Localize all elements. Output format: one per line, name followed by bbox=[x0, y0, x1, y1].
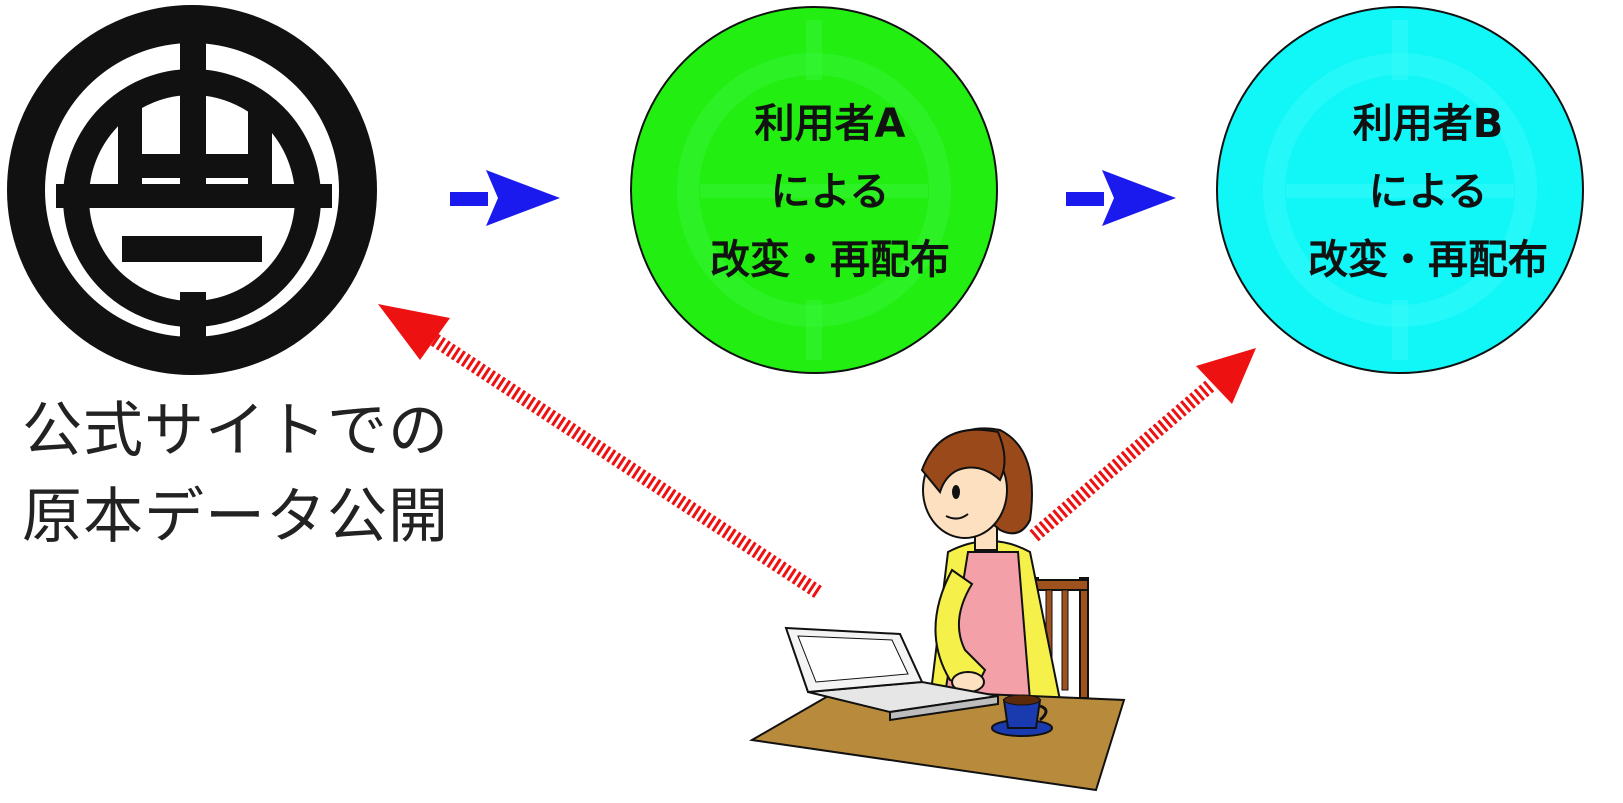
node-a-line3: 改変・再配布 bbox=[710, 237, 950, 283]
municipal-emblem-icon bbox=[7, 5, 377, 375]
flow-arrow-a-to-b bbox=[1066, 170, 1176, 226]
source-caption: 公式サイトでの 原本データ公開 bbox=[22, 388, 542, 560]
woman-with-laptop-illustration bbox=[749, 427, 1126, 792]
node-a-circle bbox=[630, 6, 998, 374]
access-arrow-to-b bbox=[1029, 348, 1256, 542]
node-b-line3: 改変・再配布 bbox=[1308, 237, 1548, 283]
access-arrow-to-source bbox=[378, 304, 822, 598]
flow-arrow-source-to-a bbox=[450, 170, 560, 226]
source-caption-line2: 原本データ公開 bbox=[22, 482, 449, 552]
node-b-line1: 利用者B bbox=[1352, 101, 1504, 147]
node-a-line1: 利用者A bbox=[754, 101, 906, 147]
node-a-line2: による bbox=[770, 169, 890, 215]
node-b-circle bbox=[1216, 6, 1584, 374]
source-caption-line1: 公式サイトでの bbox=[22, 396, 449, 466]
node-a-label: 利用者A による 改変・再配布 bbox=[660, 90, 1000, 294]
node-b-label: 利用者B による 改変・再配布 bbox=[1258, 90, 1598, 294]
node-b-line2: による bbox=[1368, 169, 1488, 215]
